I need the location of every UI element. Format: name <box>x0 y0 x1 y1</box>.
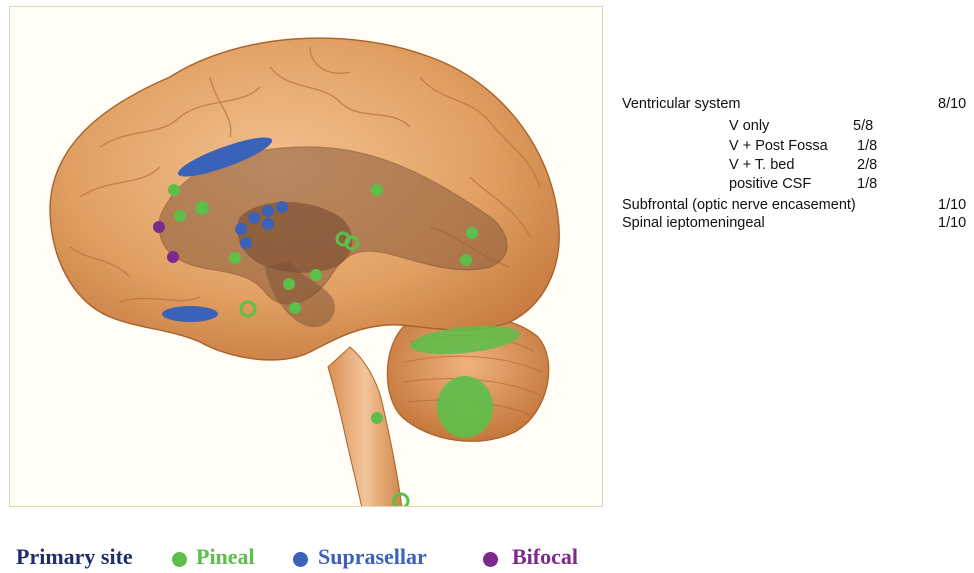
pineal-dot <box>289 302 301 314</box>
sub-row-value: 5/8 <box>853 118 873 135</box>
brain-illustration-panel <box>9 6 603 507</box>
sub-row-label: V + Post Fossa <box>729 138 828 155</box>
pineal-dot <box>466 227 478 239</box>
spinal-label: Spinal ieptomeningeal <box>622 215 765 232</box>
pineal-dot <box>371 412 383 424</box>
legend-bifocal-label: Bifocal <box>512 544 578 570</box>
suprasellar-dot <box>276 201 288 213</box>
pineal-dot <box>371 184 383 196</box>
sub-row-label: V only <box>729 118 769 135</box>
legend-pineal-label: Pineal <box>196 544 255 570</box>
pineal-dot <box>460 254 472 266</box>
subfrontal-value: 1/10 <box>938 197 966 214</box>
pineal-dot <box>174 210 186 222</box>
sub-row-label: positive CSF <box>729 176 811 193</box>
legend-title: Primary site <box>16 544 133 570</box>
ventricular-label: Ventricular system <box>622 96 740 113</box>
suprasellar-dot <box>248 212 260 224</box>
bifocal-dot <box>167 251 179 263</box>
bifocal-legend-dot <box>483 552 498 567</box>
suprasellar-lesion-subfrontal <box>162 306 218 322</box>
pineal-legend-dot <box>172 552 187 567</box>
brain-sagittal-illustration <box>10 7 603 507</box>
suprasellar-legend-dot <box>293 552 308 567</box>
subfrontal-label: Subfrontal (optic nerve encasement) <box>622 197 856 214</box>
suprasellar-dot <box>262 218 274 230</box>
sub-row-value: 1/8 <box>857 176 877 193</box>
pineal-dot <box>168 184 180 196</box>
suprasellar-dot <box>235 223 247 235</box>
sub-row-label: V + T. bed <box>729 157 794 174</box>
pineal-dot <box>229 252 241 264</box>
sub-row-value: 1/8 <box>857 138 877 155</box>
pineal-dot <box>195 201 209 215</box>
suprasellar-dot <box>262 205 274 217</box>
legend-suprasellar-label: Suprasellar <box>318 544 427 570</box>
spinal-value: 1/10 <box>938 215 966 232</box>
pineal-lesion-cerebellar <box>437 376 493 438</box>
bifocal-dot <box>153 221 165 233</box>
pineal-dot <box>283 278 295 290</box>
ventricular-value: 8/10 <box>938 96 966 113</box>
suprasellar-dot <box>240 237 252 249</box>
pineal-dot <box>310 269 322 281</box>
sub-row-value: 2/8 <box>857 157 877 174</box>
